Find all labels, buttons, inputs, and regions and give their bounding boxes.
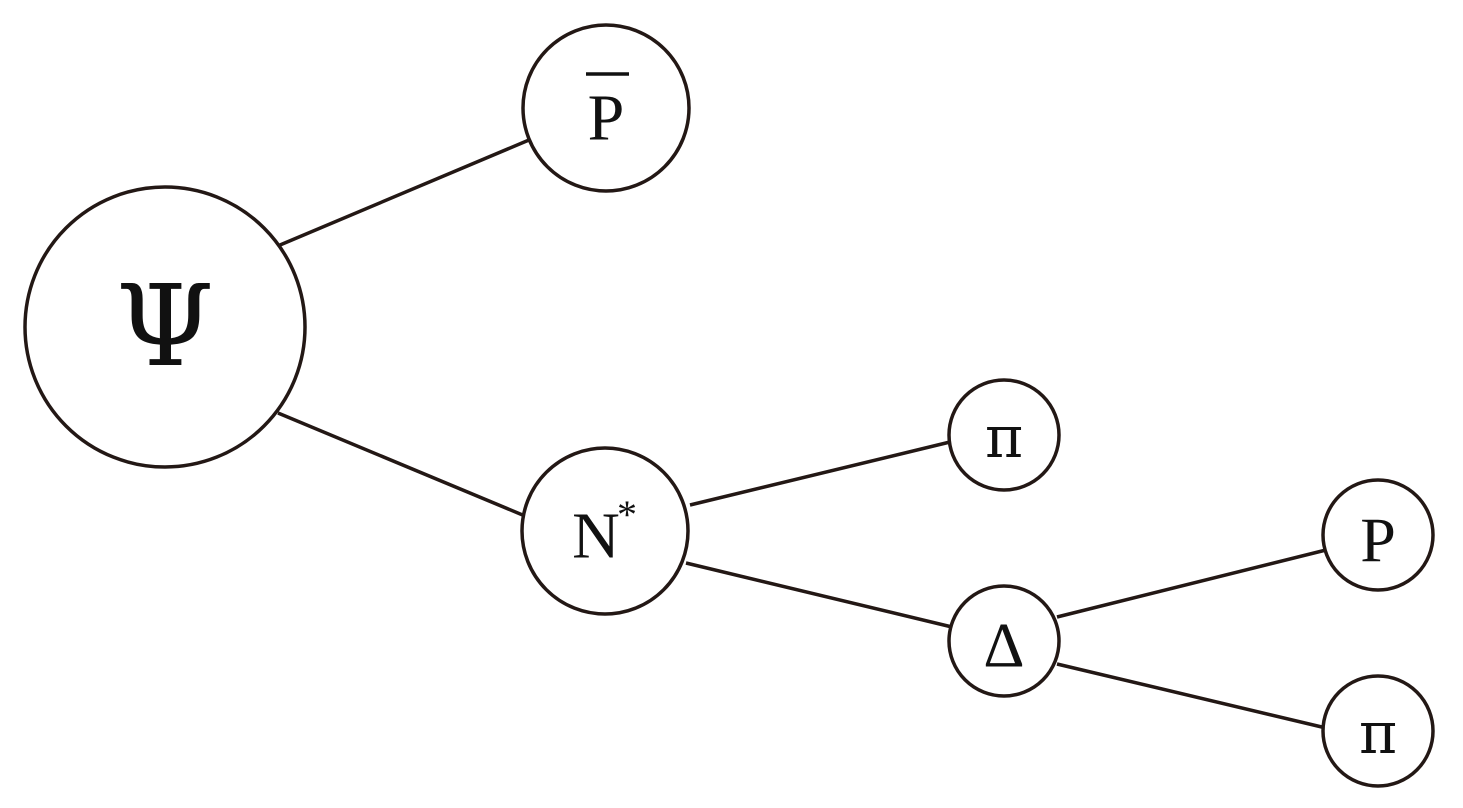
node-delta-circle	[947, 584, 1061, 698]
node-nstar-label: N	[572, 500, 620, 573]
edge-psi-nstar	[277, 411, 526, 518]
node-p-label: P	[1360, 505, 1396, 576]
node-pi-upper: π	[947, 378, 1061, 492]
node-p: P	[1321, 478, 1435, 592]
edge-delta-p	[1056, 548, 1327, 619]
node-p-circle	[1321, 478, 1435, 592]
edge-delta-pi-lower	[1056, 662, 1327, 730]
node-pi-upper-circle	[947, 378, 1061, 492]
node-pbar: P	[521, 23, 691, 193]
node-pi-lower: π	[1321, 674, 1435, 788]
node-pbar-circle	[521, 23, 691, 193]
node-psi-circle	[23, 185, 307, 469]
node-pi-lower-circle	[1321, 674, 1435, 788]
node-nstar-superscript: *	[617, 492, 637, 537]
edges	[277, 138, 1327, 730]
node-delta-label: Δ	[983, 610, 1024, 681]
node-pbar-label: P	[588, 82, 625, 155]
node-nstar: N *	[520, 446, 690, 616]
node-nstar-circle	[520, 446, 690, 616]
node-pi-upper-label: π	[985, 403, 1023, 471]
edge-nstar-delta	[685, 561, 953, 629]
node-psi: Ψ	[23, 185, 307, 469]
edge-nstar-pi-upper	[689, 440, 951, 507]
edge-psi-pbar	[279, 138, 530, 247]
node-delta: Δ	[947, 584, 1061, 698]
node-psi-label: Ψ	[116, 262, 214, 392]
node-pi-lower-label: π	[1359, 699, 1397, 767]
